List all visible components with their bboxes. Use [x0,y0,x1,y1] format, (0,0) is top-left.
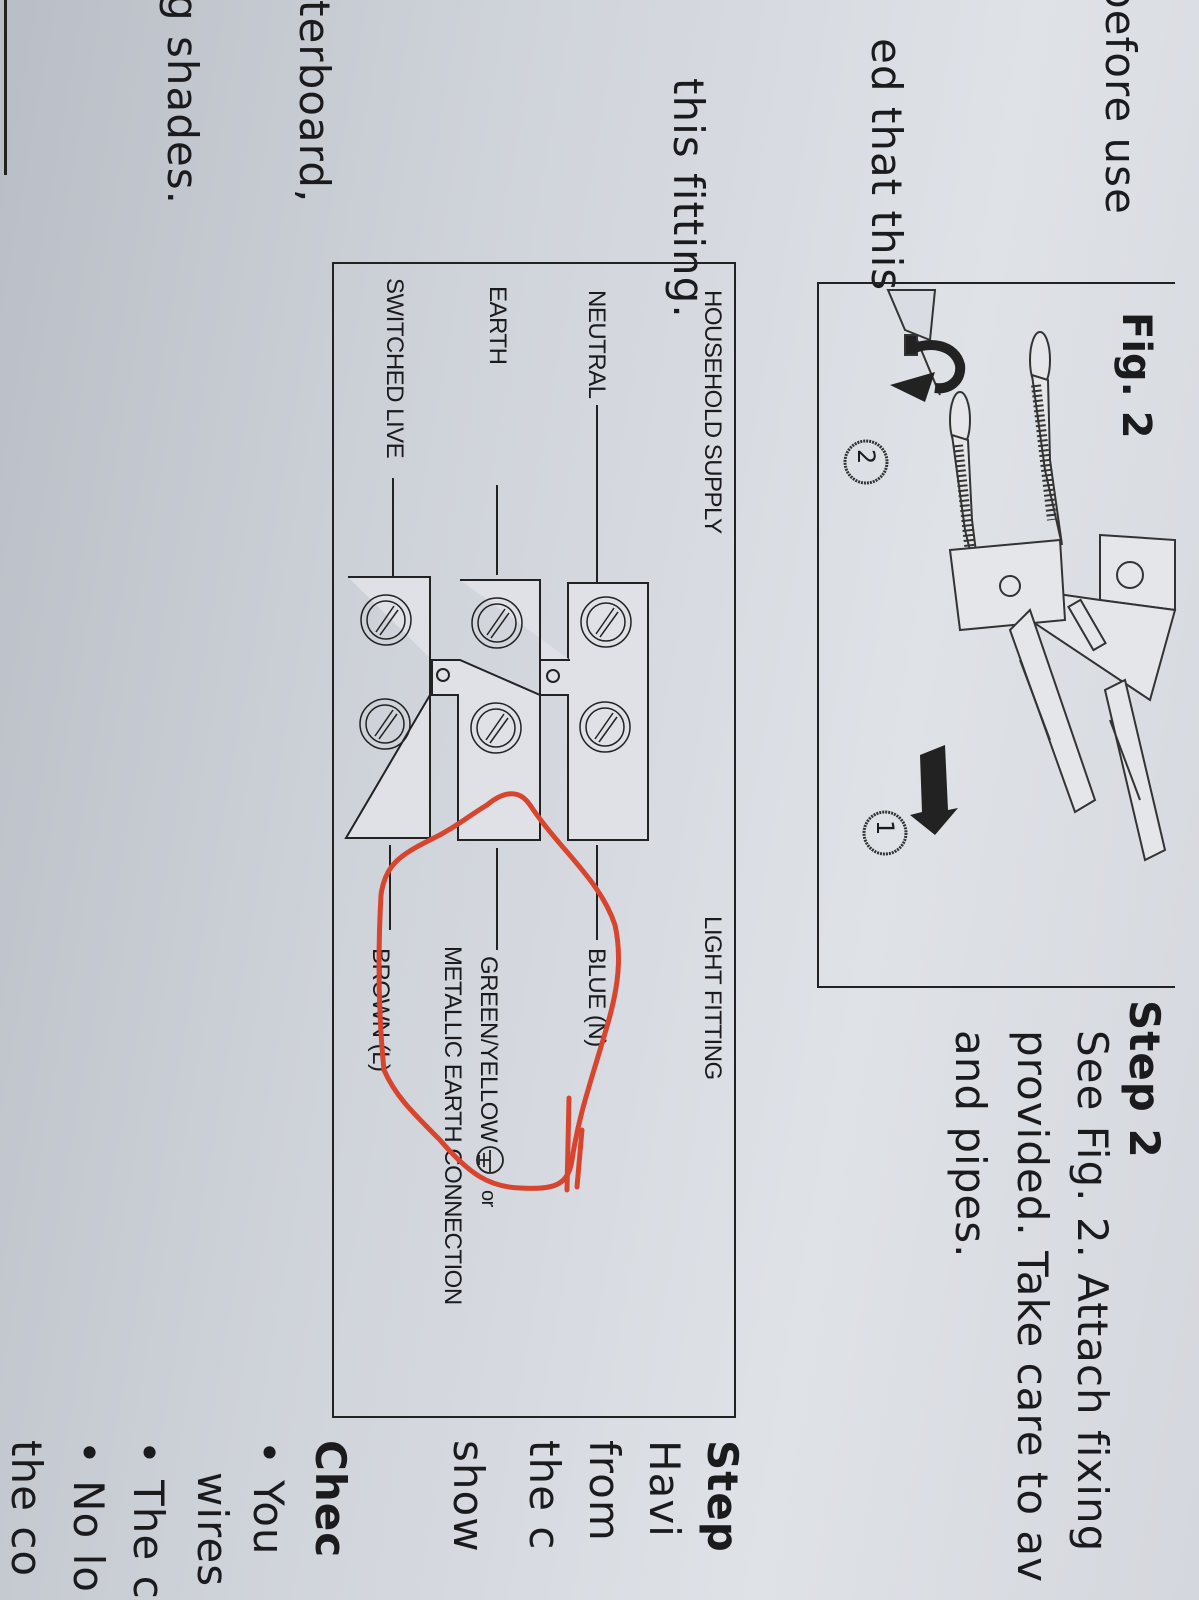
red-annotation-circle [376,791,622,1193]
step-marker-2-label: 2 [852,449,880,465]
checks-line: • No lo [64,1440,113,1593]
screw-icon [359,698,411,750]
figure-2-box [817,282,1175,988]
text-before-use: before use [1096,0,1145,215]
insert-arrow-icon [910,745,958,835]
screw-icon [470,702,522,754]
checks-heading: Chec [306,1440,355,1559]
screw-icon [579,701,631,753]
checks-line: the co [2,1440,51,1578]
checks-line: • The c [124,1440,173,1600]
screw-terminals [359,594,632,754]
label-green-yellow: GREEN/YELLOW [475,956,502,1143]
step-marker-1-label: 1 [871,820,899,836]
step3-line: show [444,1440,493,1553]
label-earth: EARTH [484,286,511,365]
screw-icon [1029,331,1063,546]
step-marker-2 [843,439,889,485]
text-ed-that-this: ed that this [862,38,911,292]
screw-icon [580,596,632,648]
box-edge-line [4,0,7,175]
step3-heading: Step [698,1440,747,1553]
step-marker-1 [862,810,908,856]
wiring-diagram-box [332,262,736,1418]
hole-icon [436,668,450,682]
text-this-fitting: this fitting. [664,78,713,319]
screw-icon [360,594,412,646]
rotate-arrow-icon [890,340,966,402]
checks-line: wires [188,1472,237,1588]
step3-line: Havi [640,1440,689,1538]
figure-title: Fig. 2 [1113,312,1159,439]
checks-line: • You [244,1440,293,1556]
step2-line: See Fig. 2. Attach fixing [1068,1030,1117,1553]
earth-symbol-icon [476,1146,504,1174]
bracket-icon [948,533,1177,702]
wall-plug-icon [1103,678,1167,862]
step2-heading: Step 2 [1120,1000,1169,1159]
step2-line: provided. Take care to av [1008,1030,1057,1584]
step3-line: from [580,1440,629,1542]
label-metallic-earth: METALLIC EARTH CONNECTION [439,946,466,1305]
label-switched-live: SWITCHED LIVE [381,278,408,459]
wall-plug-icon [1008,608,1097,814]
screw-icon [471,597,523,649]
terminal-block [344,576,432,839]
step2-line: and pipes. [946,1030,995,1259]
text-terboard: terboard, [290,0,339,204]
light-fitting-heading: LIGHT FITTING [699,916,726,1080]
label-or: or [477,1190,499,1207]
label-neutral: NEUTRAL [583,290,610,399]
hole-icon [546,669,560,683]
household-supply-heading: HOUSEHOLD SUPPLY [699,290,726,534]
step3-line: the c [520,1440,569,1551]
text-shades: g shades. [158,0,207,205]
